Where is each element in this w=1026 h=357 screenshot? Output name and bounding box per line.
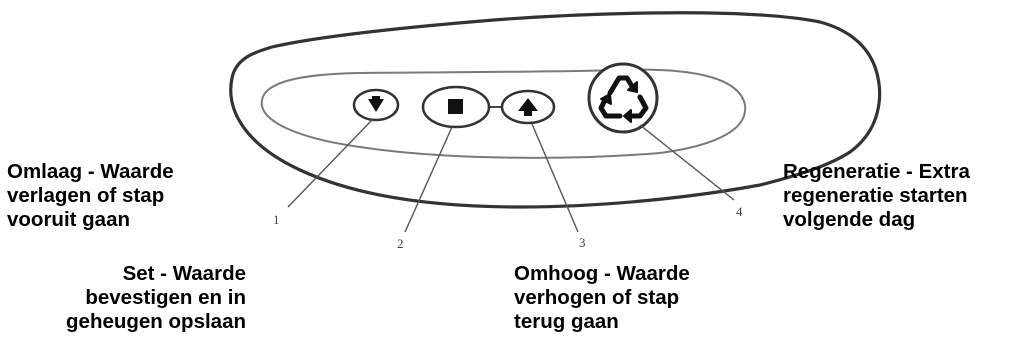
square-stop-icon bbox=[448, 99, 463, 114]
callout-text-line: vooruit gaan bbox=[7, 208, 131, 231]
panel-housing bbox=[229, 11, 882, 209]
callout-text-line: terug gaan bbox=[514, 310, 619, 333]
leader-line-4 bbox=[639, 124, 735, 201]
callout-number-3: 3 bbox=[579, 235, 586, 250]
callout-text-line: regeneratie starten bbox=[783, 184, 968, 207]
leader-line-1 bbox=[287, 119, 373, 208]
arrow-up-icon bbox=[518, 98, 538, 116]
callout-text-set: Set - Waarde bevestigen en in geheugen o… bbox=[66, 262, 246, 334]
regeneration-button[interactable] bbox=[587, 62, 659, 134]
down-button[interactable] bbox=[352, 88, 400, 122]
callout-number-1: 1 bbox=[273, 212, 280, 227]
callout-text-regeneration: Regeneratie - Extra regeneratie starten … bbox=[783, 160, 970, 232]
leader-line-3 bbox=[531, 123, 579, 233]
callout-text-line: verlagen of stap bbox=[7, 184, 165, 207]
recycle-icon bbox=[598, 75, 649, 123]
up-button[interactable] bbox=[500, 89, 556, 125]
leader-line-2 bbox=[404, 126, 453, 233]
callout-text-up: Omhoog - Waarde verhogen of stap terug g… bbox=[514, 262, 690, 334]
callout-text-line: volgende dag bbox=[783, 208, 916, 231]
callout-text-line: Set - Waarde bbox=[122, 262, 246, 285]
callout-text-line: Omhoog - Waarde bbox=[514, 262, 690, 285]
callout-text-line: geheugen opslaan bbox=[66, 310, 246, 333]
callout-number-2: 2 bbox=[397, 236, 404, 251]
callout-text-line: Regeneratie - Extra bbox=[783, 160, 970, 183]
arrow-down-icon bbox=[368, 96, 384, 112]
callout-text-line: Omlaag - Waarde bbox=[7, 160, 174, 183]
callout-number-4: 4 bbox=[736, 204, 743, 219]
callout-text-line: bevestigen en in bbox=[85, 286, 246, 309]
set-button[interactable] bbox=[421, 85, 491, 129]
callout-text-down: Omlaag - Waarde verlagen of stap vooruit… bbox=[7, 160, 174, 232]
callout-text-line: verhogen of stap bbox=[514, 286, 680, 309]
panel-inner-rim bbox=[260, 68, 747, 159]
